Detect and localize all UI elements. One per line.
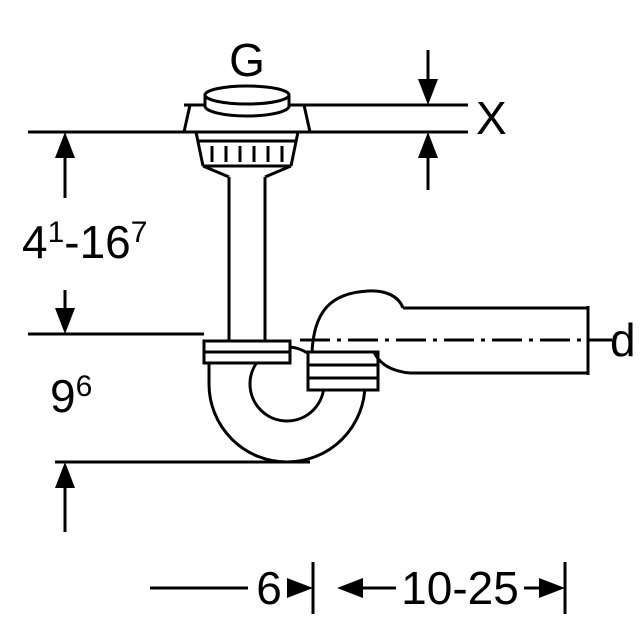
dimension-bottom: 6 10-25 xyxy=(150,562,567,614)
arrow-left-icon xyxy=(337,578,363,598)
reference-lines xyxy=(28,103,468,464)
bend-inner-wall xyxy=(372,351,411,375)
strainer-slots xyxy=(210,146,284,162)
shoulder-right xyxy=(264,164,292,179)
shoulder-left xyxy=(202,164,230,179)
label-dim-9: 96 xyxy=(50,370,92,422)
label-thread-g: G xyxy=(229,34,265,86)
label-dim-x: X xyxy=(476,92,507,144)
dimension-height-top: 41-167 xyxy=(22,132,147,334)
drain-valve: G xyxy=(182,34,312,179)
strainer-left xyxy=(194,131,205,167)
flange-right xyxy=(302,104,312,133)
outlet-nut xyxy=(306,350,380,392)
trap-bowl xyxy=(202,339,380,464)
label-dim-10-25: 10-25 xyxy=(401,562,519,614)
bowl-outer-wall xyxy=(207,383,367,464)
arrow-down-icon xyxy=(55,308,75,334)
arrow-up-icon xyxy=(55,462,75,488)
arrow-right-icon xyxy=(287,578,313,598)
bend-outer-wall xyxy=(310,289,405,353)
outlet-pipe: d xyxy=(300,289,636,375)
arrow-up-icon xyxy=(55,132,75,158)
valve-cap-top xyxy=(203,84,291,106)
label-dim-4-16: 41-167 xyxy=(22,216,147,268)
arrow-down-icon xyxy=(418,79,438,105)
arrow-up-icon xyxy=(418,132,438,158)
dimension-height-bottom: 96 xyxy=(50,370,92,532)
arrow-right-icon xyxy=(539,578,565,598)
tailpipe xyxy=(227,177,267,341)
label-dim-6: 6 xyxy=(256,562,282,614)
label-diameter-d: d xyxy=(610,314,636,366)
dimension-x: X xyxy=(418,50,507,190)
strainer-right xyxy=(289,131,300,167)
flange-left xyxy=(182,104,192,133)
